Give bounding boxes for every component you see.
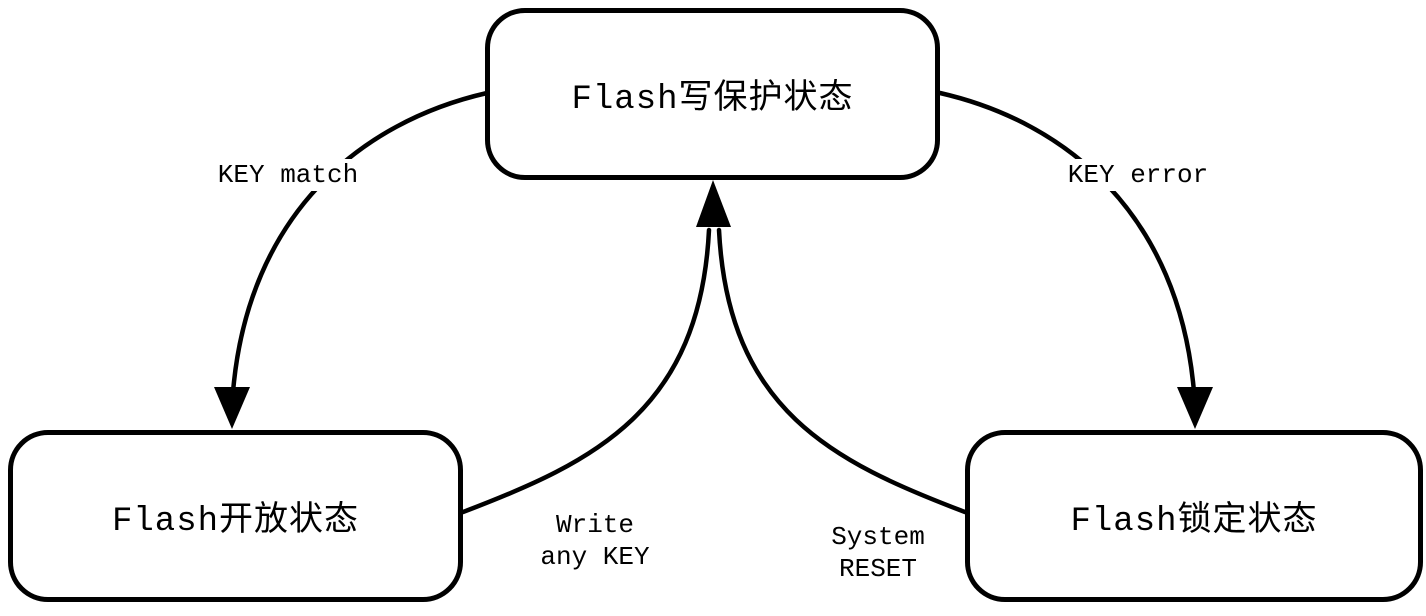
state-flash-locked-label: Flash锁定状态	[1070, 503, 1318, 541]
state-flash-open: Flash开放状态	[8, 430, 463, 602]
state-flash-open-label: Flash开放状态	[111, 503, 360, 541]
transition-label-system-reset: System RESET	[800, 521, 956, 585]
edge-system-reset-curve	[716, 227, 968, 515]
transition-label-write-any-key: Write any KEY	[515, 509, 675, 573]
edge-key-error-curve	[937, 90, 1197, 395]
edge-key-match-curve	[230, 90, 490, 395]
transition-label-key-error: KEY error	[1056, 159, 1220, 191]
edge-return-arrowhead	[696, 180, 731, 227]
transition-label-key-match: KEY match	[206, 159, 370, 191]
edge-key-match-arrowhead	[214, 387, 250, 429]
state-flash-write-protect: Flash写保护状态	[485, 8, 940, 180]
state-flash-write-protect-label: Flash写保护状态	[571, 81, 854, 119]
state-flash-locked: Flash锁定状态	[965, 430, 1423, 602]
transition-label-write-any-key-line2: any KEY	[540, 542, 650, 572]
edge-key-error-arrowhead	[1177, 387, 1213, 429]
transition-label-system-reset-line2: RESET	[838, 554, 917, 584]
transition-label-write-any-key-line1: Write	[555, 510, 634, 540]
edge-write-any-key-curve	[460, 227, 712, 515]
transition-label-system-reset-line1: System	[831, 522, 925, 552]
